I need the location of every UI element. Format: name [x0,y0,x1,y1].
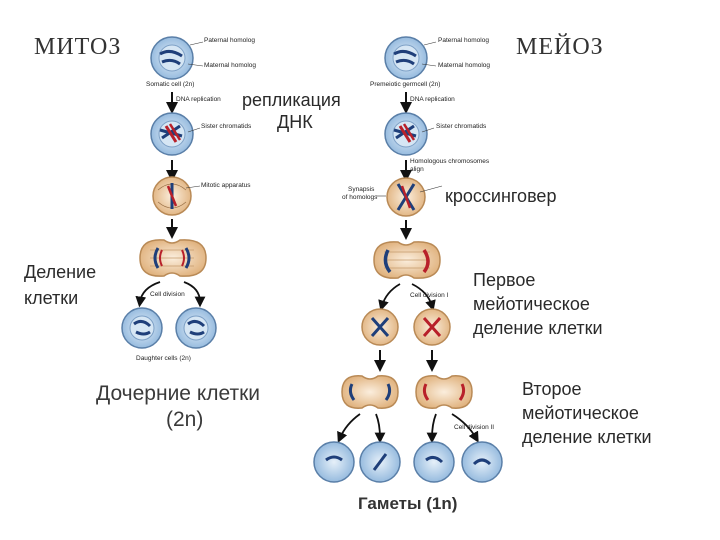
mitosis-dna-replication-label: DNA replication [176,96,221,103]
mitosis-cell-division-label: Cell division [150,291,185,298]
meiosis-arrow-g2 [374,413,386,444]
mitosis-paternal-label: Paternal homolog [204,37,255,44]
meiosis-arrow-g4 [451,413,479,443]
mitosis-daughter-cell-right [175,307,217,349]
second-division-ru-line3: деление клетки [522,427,652,447]
meiosis-arrow-g3 [426,413,438,444]
meiosis-first-division-cell [373,241,441,279]
crossing-over-ru: кроссинговер [445,186,557,206]
meiosis-synapsis-line1: Synapsis [348,186,375,193]
mitosis-sister-chromatids-label: Sister chromatids [201,123,252,130]
gametes-ru: Гаметы (1n) [358,494,458,513]
mitosis-somatic-label: Somatic cell (2n) [146,81,195,88]
mitosis-arrow-left [135,281,161,308]
meiosis-germcell-label: Premeiotic germcell (2n) [370,81,441,88]
first-division-ru-line3: деление клетки [473,318,603,338]
mitosis-maternal-label: Maternal homolog [204,62,257,69]
mitosis-replicated-cell [150,112,201,156]
gamete-3 [413,441,455,483]
mitosis-apparatus-label: Mitotic apparatus [201,182,251,189]
meiosis-synapsis-line2: of homologs [342,194,378,201]
second-division-ru-line2: мейотическое [522,403,639,423]
meiosis-arrow-left-1 [378,283,401,312]
daughter-ru-line2: (2n) [166,408,204,431]
meiosis-germ-cell [384,36,437,80]
mitosis-dividing-cell [139,239,207,277]
meiosis-secondary-cell-right [413,308,451,346]
meiosis-cell-division-1-label: Cell division I [410,292,449,299]
meiosis-paternal-label: Paternal homolog [438,37,489,44]
mitosis-title: МИТОЗ [34,34,122,60]
mitosis-spindle-cell [152,176,201,216]
division-ru-line1: Деление [24,262,97,282]
first-division-ru-line1: Первое [473,270,536,290]
meiosis-secondary-cell-left [361,308,399,346]
second-division-ru-line1: Второе [522,379,582,399]
meiosis-align-line2: align [410,166,424,173]
meiosis-maternal-label: Maternal homolog [438,62,491,69]
mitosis-somatic-cell [150,36,204,80]
meiosis-replicated-cell [384,112,435,156]
meiosis-second-division-left [341,375,399,409]
meiosis-arrow-g1 [337,413,361,443]
replication-ru-line2: ДНК [277,112,313,132]
daughter-ru-line1: Дочерние клетки [96,382,261,405]
gamete-1 [313,441,355,483]
mitosis-arrow-right [183,281,206,308]
gamete-4 [461,441,503,483]
meiosis-title: МЕЙОЗ [516,34,604,60]
meiosis-second-division-right [415,375,473,409]
meiosis-cell-division-2-label: Cell division II [454,424,495,431]
gamete-2 [359,441,401,483]
mitosis-daughter-label: Daughter cells (2n) [136,355,191,362]
meiosis-synapsis-cell [376,177,443,217]
meiosis-align-line1: Homologous chromosomes [410,158,490,165]
mitosis-daughter-cell-left [121,307,163,349]
meiosis-dna-replication-label: DNA replication [410,96,455,103]
meiosis-sister-chromatids-label: Sister chromatids [436,123,487,130]
first-division-ru-line2: мейотическое [473,294,590,314]
meiosis-arrow-right-1 [411,283,436,312]
division-ru-line2: клетки [24,288,79,308]
replication-ru-line1: репликация [242,90,341,110]
